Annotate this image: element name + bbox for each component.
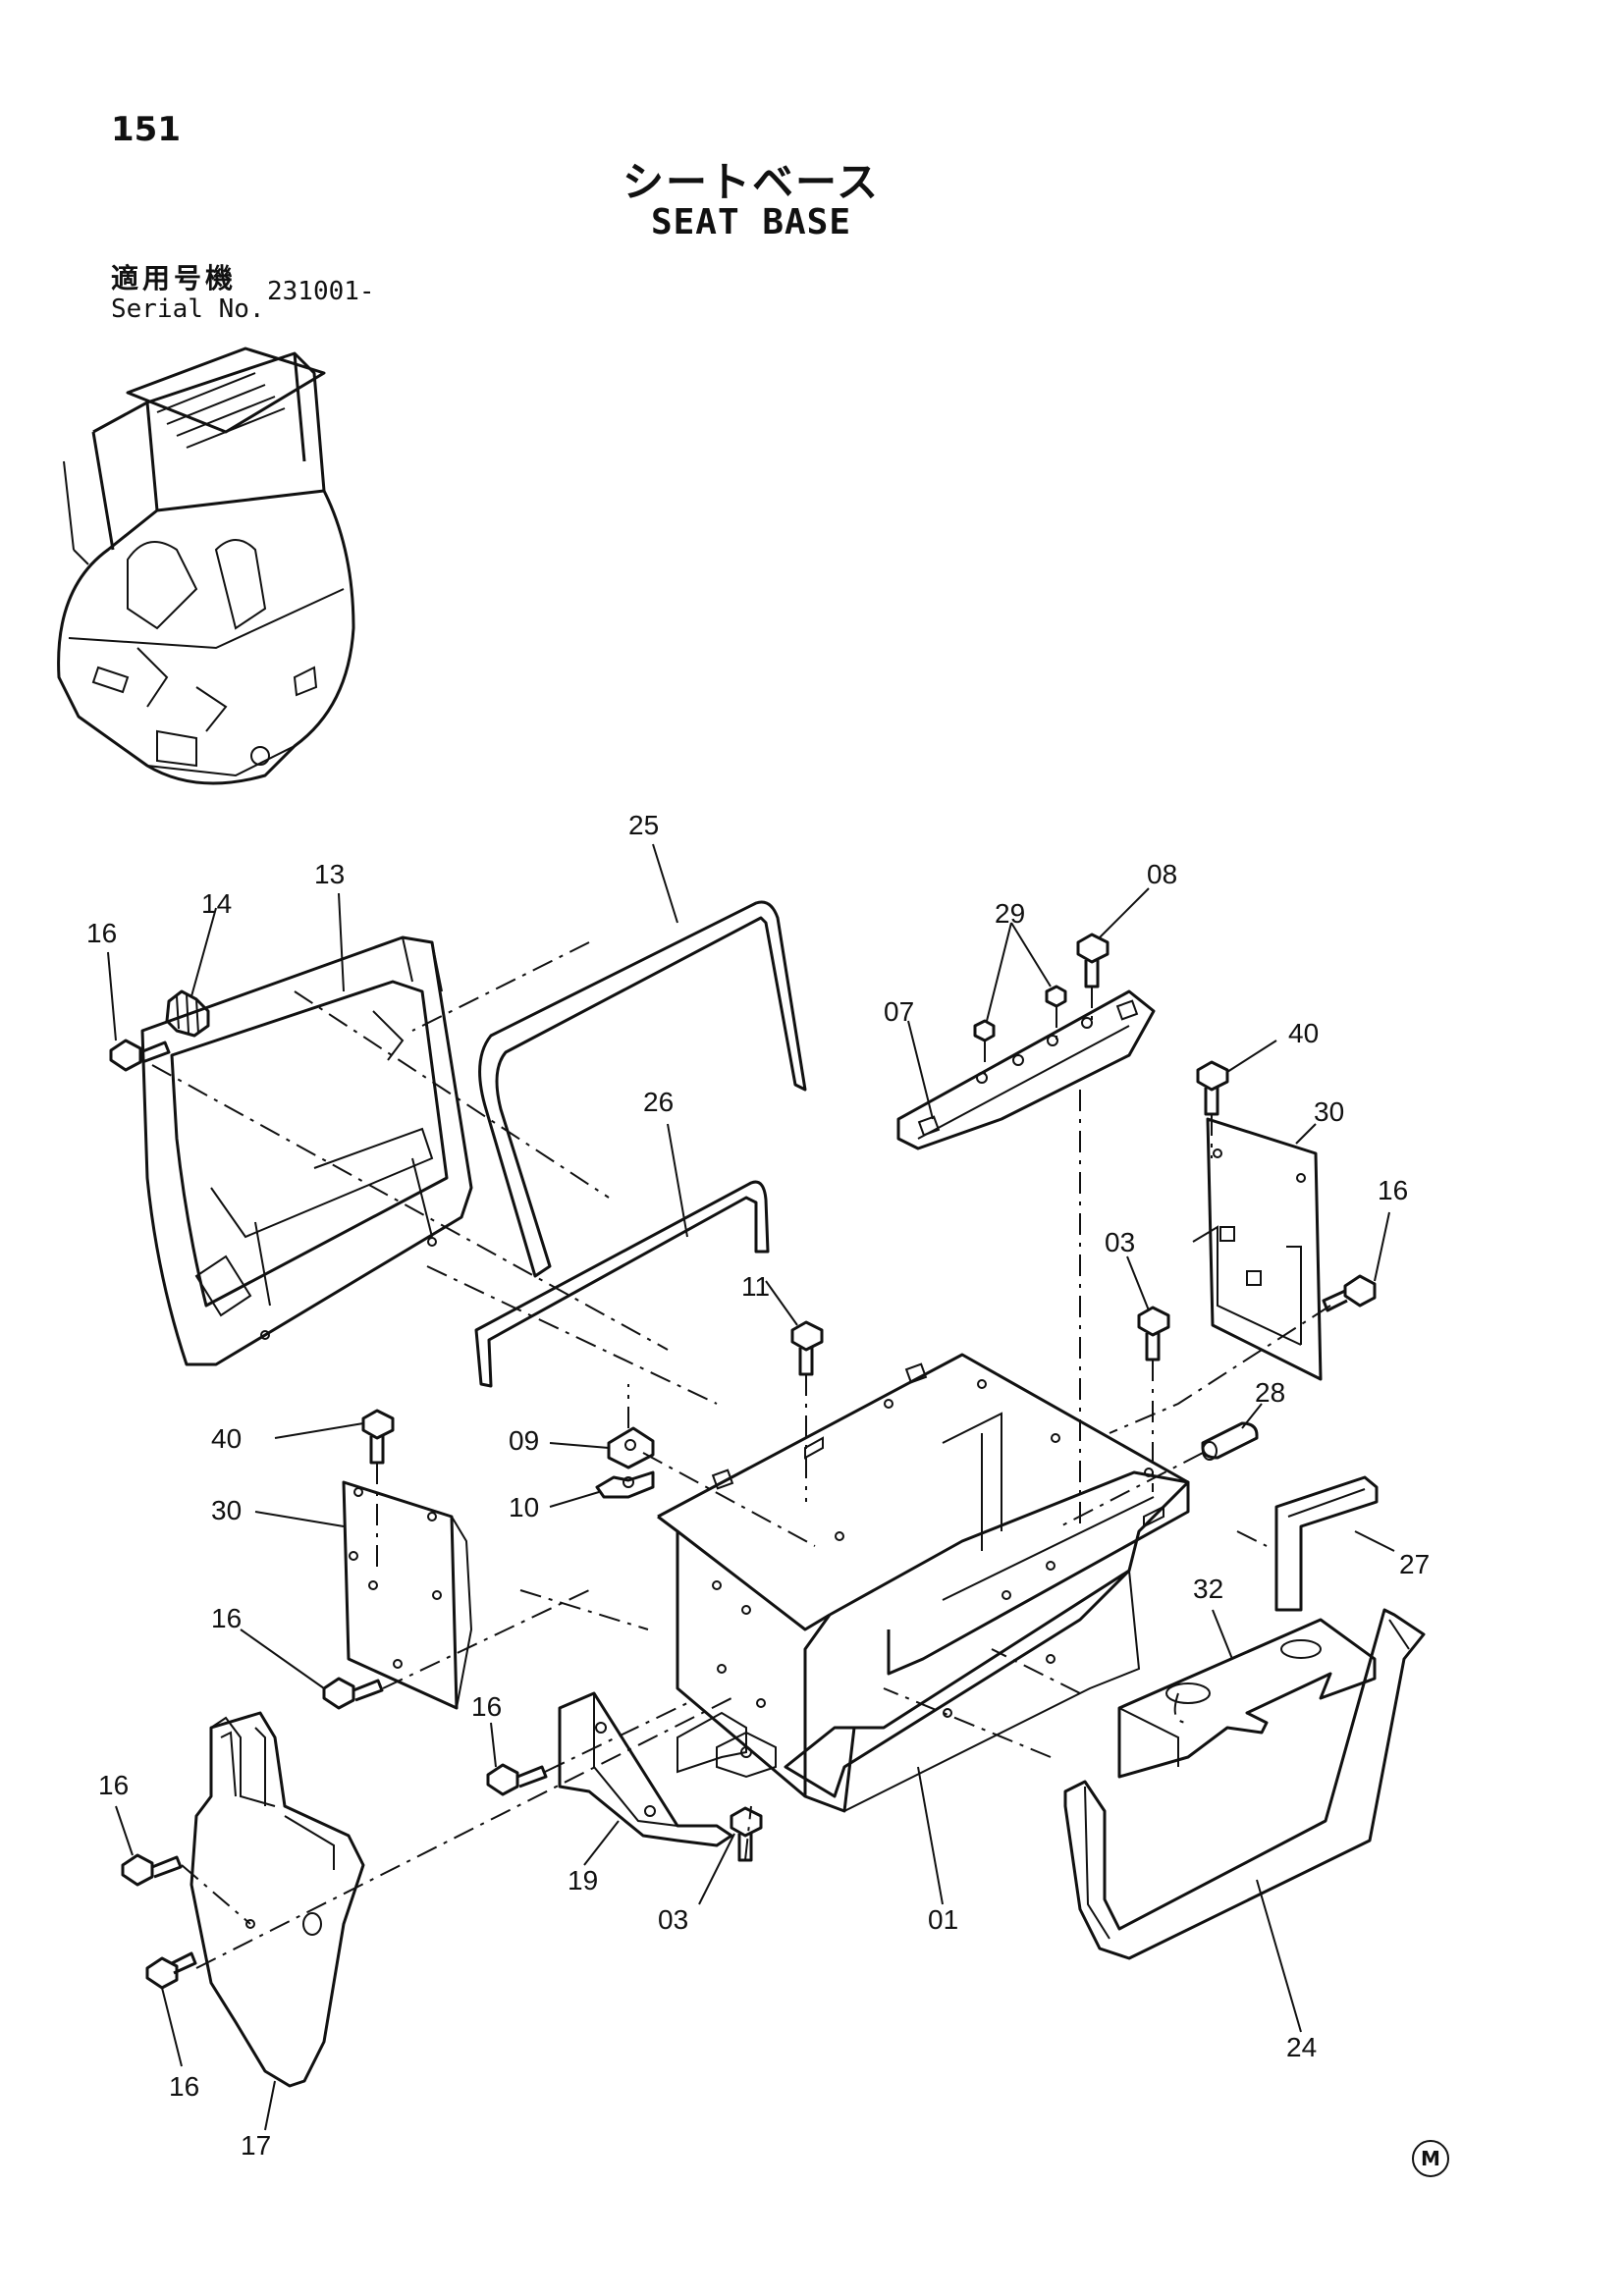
callout-19: 19 — [568, 1865, 598, 1896]
callout-01: 01 — [928, 1904, 958, 1935]
page-title-english: SEAT BASE — [650, 202, 852, 242]
callout-08: 08 — [1147, 859, 1177, 889]
part-30-plate-left — [342, 1480, 473, 1710]
callout-labels: 25 13 14 16 08 29 07 40 30 16 26 03 11 2… — [86, 810, 1430, 2161]
callout-27: 27 — [1399, 1549, 1430, 1579]
part-10-clamp — [595, 1470, 655, 1499]
part-07-bracket — [896, 989, 1156, 1150]
serial-label-japanese: 適用号機 — [111, 262, 238, 294]
callout-16: 16 — [1378, 1175, 1408, 1205]
part-16-bolt-left-mid — [322, 1677, 384, 1710]
callout-32: 32 — [1193, 1574, 1223, 1604]
part-14-clip — [165, 989, 210, 1038]
part-09-clamp — [607, 1426, 655, 1469]
part-27-seal — [1274, 1475, 1379, 1612]
assembly-center-lines — [151, 941, 1331, 1969]
callout-30: 30 — [211, 1495, 242, 1525]
callout-16: 16 — [86, 918, 117, 948]
callout-30: 30 — [1314, 1096, 1344, 1127]
part-40-bolt-left — [361, 1409, 395, 1465]
part-13-seat-cover — [140, 935, 473, 1366]
callout-17: 17 — [241, 2130, 271, 2161]
part-30-plate-upper — [1192, 1117, 1323, 1381]
part-25-seal — [478, 900, 807, 1278]
callout-40: 40 — [1288, 1018, 1319, 1048]
part-26-seal — [474, 1180, 770, 1388]
bracket-clamp-hardware — [677, 1711, 777, 1779]
callout-14: 14 — [201, 888, 232, 919]
callout-03: 03 — [658, 1904, 688, 1935]
part-16-bolt-lower-left-a — [121, 1853, 183, 1887]
callout-40: 40 — [211, 1423, 242, 1454]
part-01-seat-base — [657, 1353, 1190, 1813]
callout-16: 16 — [471, 1691, 502, 1722]
page-number: 151 — [111, 110, 181, 149]
part-32-block — [1117, 1618, 1377, 1779]
callout-10: 10 — [509, 1492, 539, 1522]
callout-leader-lines — [107, 843, 1395, 2131]
callout-16: 16 — [211, 1603, 242, 1633]
part-40-bolt-upper — [1196, 1060, 1229, 1116]
callout-26: 26 — [643, 1087, 674, 1117]
serial-number-value: 231001- — [267, 277, 375, 306]
part-17-side-cover — [189, 1711, 365, 2088]
part-16-bolt-right — [1322, 1274, 1377, 1312]
callout-09: 09 — [509, 1425, 539, 1456]
part-29-nuts — [973, 985, 1067, 1042]
part-11-bolt — [790, 1320, 824, 1376]
page-title-japanese: シートベース — [623, 158, 880, 206]
callout-11: 11 — [741, 1271, 770, 1302]
callout-28: 28 — [1255, 1377, 1285, 1408]
part-16-bolt-lower-left-b — [145, 1951, 197, 1990]
part-08-bolt — [1076, 933, 1110, 988]
callout-29: 29 — [995, 898, 1025, 929]
callout-13: 13 — [314, 859, 345, 889]
part-28-pin — [1201, 1421, 1259, 1461]
part-03-bolt-upper — [1137, 1306, 1170, 1362]
manual-mark-symbol: M — [1412, 2140, 1449, 2177]
part-16-bolt-center — [486, 1763, 548, 1796]
machine-overview-illustration — [57, 347, 355, 785]
part-24-seal-frame — [1063, 1608, 1426, 1960]
part-16-bolt-upper-left — [109, 1039, 171, 1072]
serial-label-english: Serial No. — [111, 294, 265, 324]
callout-25: 25 — [628, 810, 659, 840]
callout-07: 07 — [884, 996, 914, 1027]
callout-16: 16 — [169, 2071, 199, 2102]
callout-03: 03 — [1105, 1227, 1135, 1257]
callout-24: 24 — [1286, 2032, 1317, 2062]
callout-16: 16 — [98, 1770, 129, 1800]
part-19-bracket — [558, 1691, 733, 1847]
